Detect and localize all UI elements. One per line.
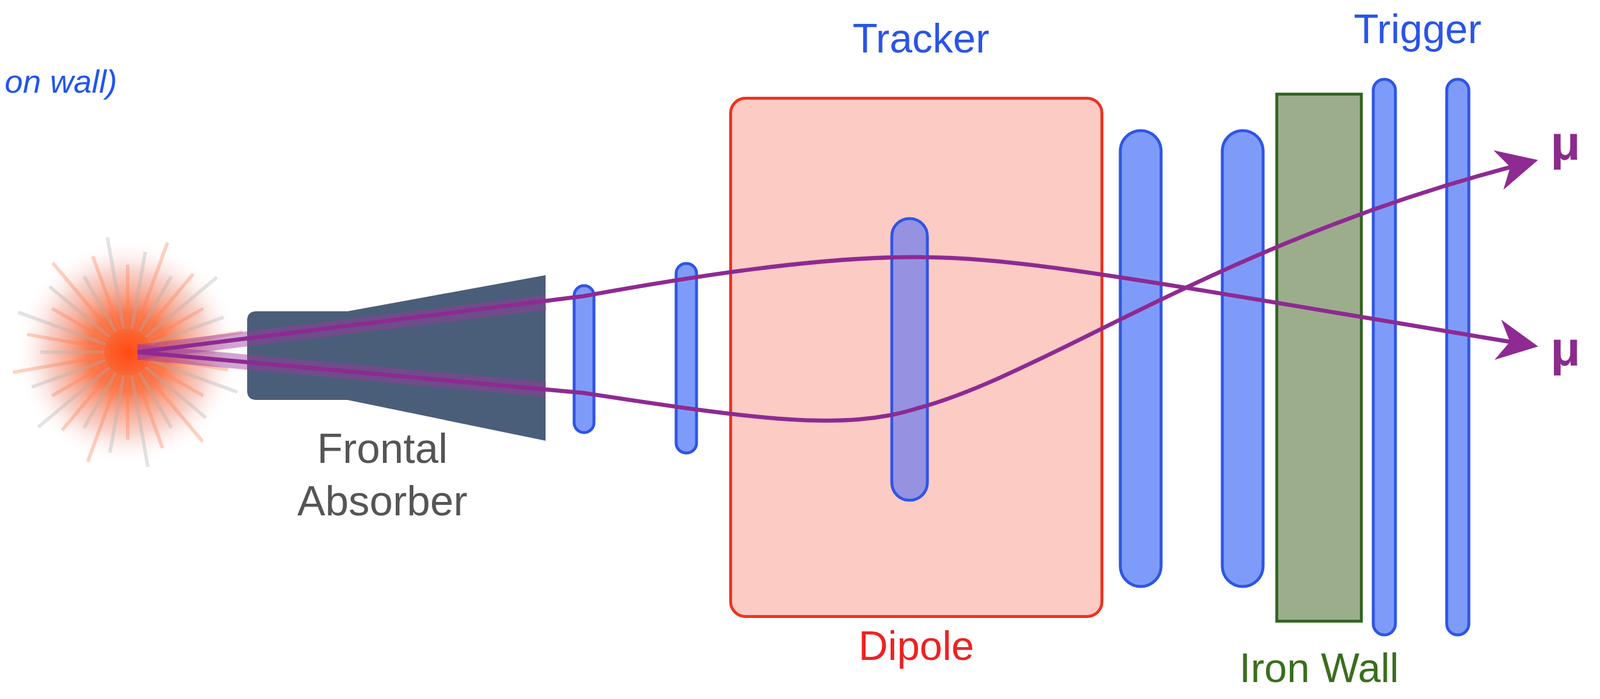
blast-ray	[125, 264, 130, 329]
muon-track-faded	[137, 352, 546, 390]
node-label: Frontal Absorber	[254, 422, 511, 527]
section-label: Tracker	[852, 13, 990, 63]
blast-ray	[18, 312, 106, 345]
blast-ray	[150, 350, 216, 354]
trigger-plane	[1446, 79, 1469, 635]
note-text: on wall)	[4, 61, 118, 101]
trigger-plane	[1373, 79, 1396, 635]
tracker-plane	[676, 263, 697, 453]
absorber-outline	[247, 275, 546, 441]
muon-track	[137, 162, 1531, 421]
trigger-planes	[1373, 79, 1469, 635]
tracker-plane	[891, 218, 928, 501]
blast-ray	[38, 367, 111, 428]
muon-track-faded	[137, 302, 546, 353]
muon-track	[137, 257, 1531, 353]
blast-ray	[40, 350, 105, 354]
blast-ray	[149, 360, 238, 393]
tracker-planes	[574, 130, 1264, 587]
particle-label: μ	[1550, 319, 1581, 379]
collision-blast	[13, 238, 242, 466]
blast-ray	[150, 331, 243, 348]
tracker-plane	[574, 285, 594, 433]
particle-label: μ	[1550, 113, 1581, 173]
blast-ray	[131, 374, 149, 467]
tracker-plane	[1120, 130, 1162, 587]
section-label: Trigger	[1353, 4, 1482, 54]
blast-ray	[107, 237, 124, 330]
muon-cone	[137, 302, 546, 390]
blast-ray	[125, 375, 130, 440]
iron-wall: Iron Wall	[1275, 92, 1363, 623]
muon-tracks	[137, 162, 1531, 421]
blast-ray	[88, 374, 121, 462]
blast-ray	[145, 276, 218, 337]
blast-ray	[52, 262, 113, 335]
blast-ray	[12, 356, 105, 373]
tracker-plane	[1222, 130, 1264, 587]
blast-ray	[135, 242, 168, 330]
absorber-shape: Frontal Absorber	[247, 275, 546, 441]
dipole-magnet: Dipole	[729, 96, 1104, 618]
blast-rays	[12, 237, 243, 467]
blast-ray	[142, 370, 203, 442]
absorber-body	[247, 275, 546, 441]
node-label: Dipole	[858, 620, 974, 673]
node-label: Iron Wall	[1239, 642, 1399, 695]
